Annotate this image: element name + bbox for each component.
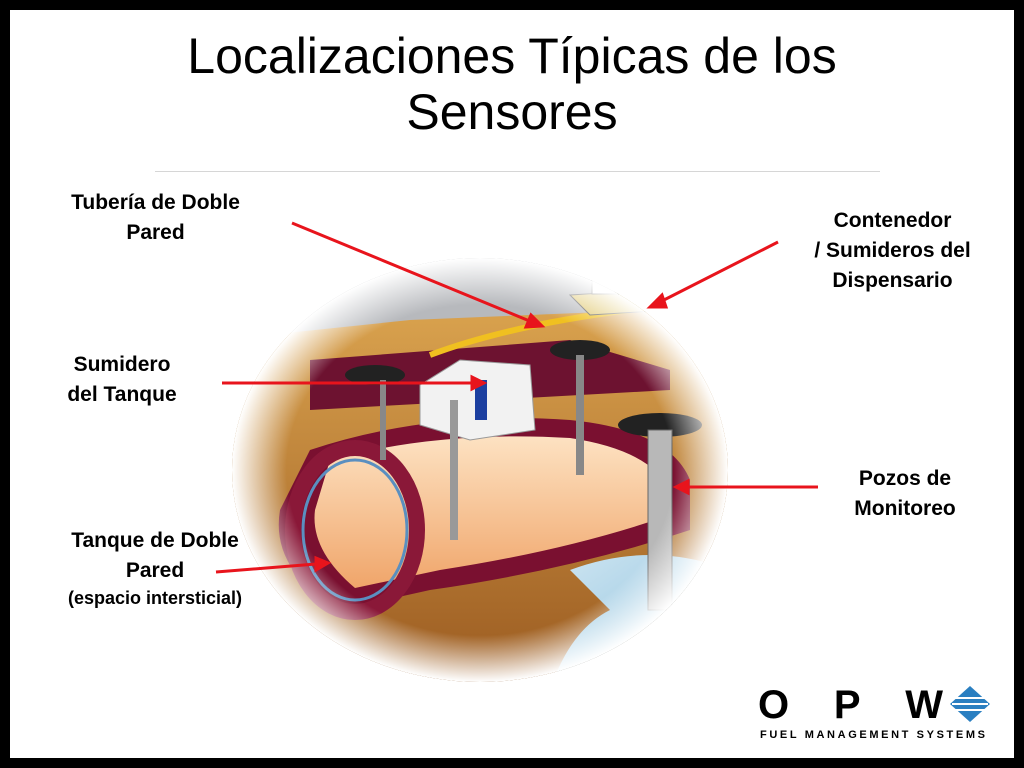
dispenser-nozzle-1 [600, 260, 610, 282]
label-double-wall-pipe: Tubería de Doble Pared [71, 191, 240, 244]
label-double-wall-tank: Tanque de Doble Pared (espacio interstic… [67, 529, 243, 608]
label-monitoring-wells: Pozos de Monitoreo [854, 467, 956, 520]
title-divider [155, 171, 880, 172]
arrows [215, 221, 818, 574]
opw-diamond-icon [950, 686, 990, 722]
label-tank-sump: Sumidero del Tanque [67, 353, 177, 406]
arrow-dispenser [659, 240, 779, 304]
dispenser-nozzle-3 [630, 260, 640, 282]
slide: Localizaciones Típicas de los Sensores [10, 10, 1014, 758]
opw-logo-tagline: FUEL MANAGEMENT SYSTEMS [760, 729, 985, 741]
opw-logo-brand: OPW [758, 683, 943, 727]
title-line-1: Localizaciones Típicas de los [187, 28, 837, 84]
opw-logo: OPW FUEL MANAGEMENT SYSTEMS [758, 682, 998, 742]
arrow-dispenser-head [646, 292, 669, 309]
arrow-tank-head [314, 555, 332, 573]
label-dispenser-sump: Contenedor / Sumideros del Dispensario [814, 209, 971, 292]
arrow-monitor-wells-head [672, 478, 690, 496]
arrow-pipe-head [523, 312, 546, 329]
arrow-tank-sump-head [470, 374, 488, 392]
opw-logo-graphic: OPW FUEL MANAGEMENT SYSTEMS [758, 683, 990, 741]
slide-title: Localizaciones Típicas de los Sensores [10, 28, 1014, 140]
dispenser-canopy [596, 236, 644, 246]
dispenser-nozzle-2 [615, 260, 625, 282]
title-line-2: Sensores [406, 84, 618, 140]
underground-tank-illustration [215, 221, 818, 682]
arrow-tank [215, 562, 317, 574]
vignette [232, 258, 728, 682]
arrow-pipe [291, 221, 533, 324]
